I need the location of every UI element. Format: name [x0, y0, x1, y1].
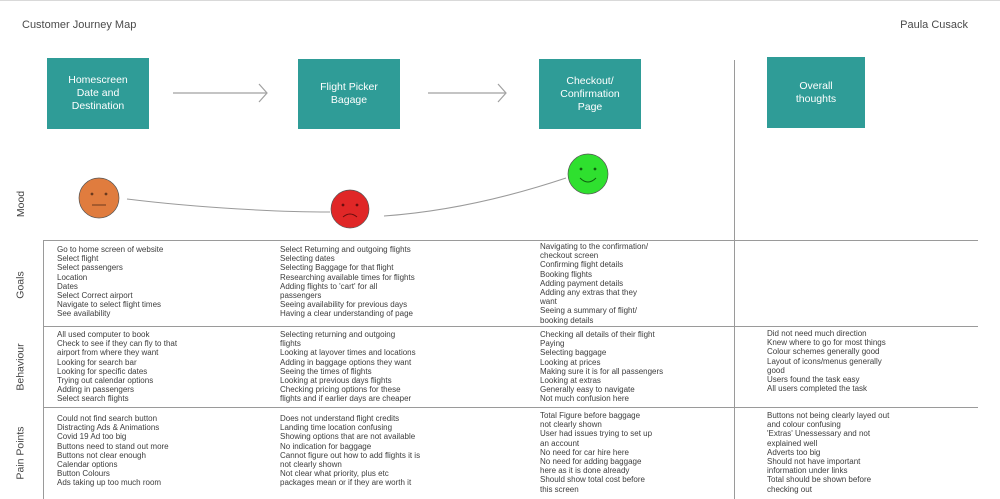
stage-homescreen: Homescreen Date and Destination	[47, 58, 149, 129]
happy-face-icon	[567, 153, 609, 195]
stage-overall-thoughts: Overall thoughts	[767, 57, 865, 128]
goals-checkout: Navigating to the confirmation/ checkout…	[540, 242, 649, 325]
behaviour-overall: Did not need much direction Knew where t…	[767, 329, 886, 394]
pain-points-overall: Buttons not being clearly layed out and …	[767, 411, 890, 494]
behaviour-flight-picker: Selecting returning and outgoing flights…	[280, 330, 416, 404]
top-border	[0, 0, 1000, 1]
stage-checkout: Checkout/ Confirmation Page	[539, 59, 641, 129]
row-label-behaviour: Behaviour	[15, 343, 27, 391]
row-label-goals: Goals	[15, 271, 27, 299]
behaviour-homescreen: All used computer to book Check to see i…	[57, 330, 178, 404]
stage-flight-picker: Flight Picker Bagage	[298, 59, 400, 129]
row-divider	[43, 407, 978, 408]
goals-homescreen: Go to home screen of website Select flig…	[57, 245, 164, 319]
mood-curve	[383, 177, 567, 217]
pain-points-homescreen: Could not find search button Distracting…	[57, 414, 169, 488]
row-divider	[43, 326, 978, 327]
arrow-icon	[428, 83, 507, 103]
row-label-pain-points: Pain Points	[15, 425, 27, 480]
sad-face-icon	[330, 189, 370, 229]
pain-points-flight-picker: Does not understand flight credits Landi…	[280, 414, 421, 488]
page-title: Customer Journey Map	[22, 19, 137, 31]
row-label-mood: Mood	[15, 190, 28, 218]
column-divider	[43, 240, 44, 499]
author-name: Paula Cusack	[900, 19, 968, 31]
row-divider	[43, 240, 978, 241]
behaviour-checkout: Checking all details of their flight Pay…	[540, 330, 664, 404]
column-divider	[734, 60, 735, 499]
pain-points-checkout: Total Figure before baggage not clearly …	[540, 411, 653, 494]
arrow-icon	[173, 83, 268, 103]
mood-curve	[126, 198, 331, 213]
neutral-face-icon	[78, 177, 120, 219]
goals-flight-picker: Select Returning and outgoing flights Se…	[280, 245, 415, 319]
